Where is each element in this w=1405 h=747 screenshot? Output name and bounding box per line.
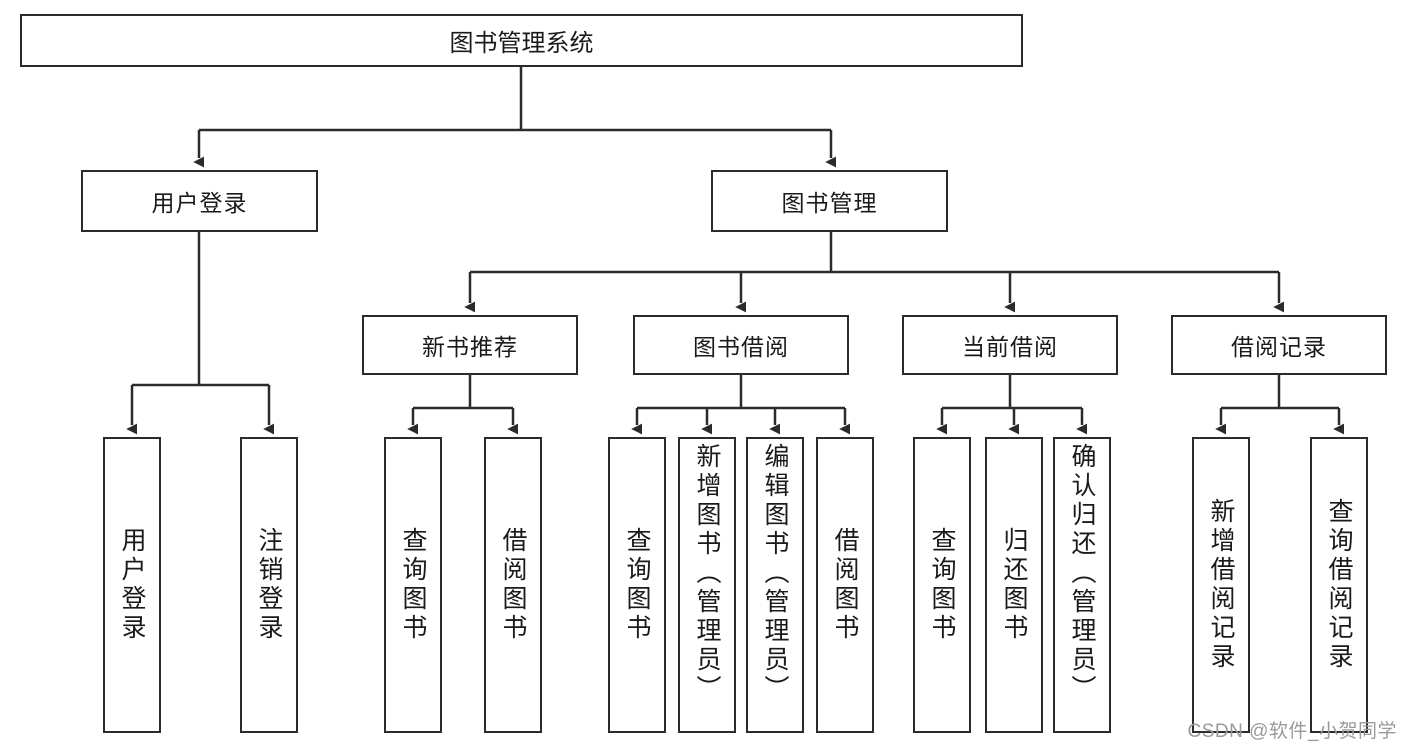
leaf-node[interactable]: 查询借阅记录 [1310, 437, 1368, 733]
node-borrow-record-label: 借阅记录 [1231, 334, 1327, 360]
leaf-node[interactable]: 查询图书 [913, 437, 971, 733]
node-current-borrow[interactable]: 当前借阅 [902, 315, 1118, 375]
node-root-label: 图书管理系统 [449, 30, 594, 57]
leaf-node-label: 注销登录 [255, 527, 283, 643]
leaf-node-label: 查询借阅记录 [1325, 498, 1353, 672]
leaf-node[interactable]: 查询图书 [384, 437, 442, 733]
node-user-login[interactable]: 用户登录 [81, 170, 318, 232]
leaf-node-label: 查询图书 [399, 527, 427, 643]
node-book-borrow-label: 图书借阅 [693, 334, 789, 360]
leaf-node[interactable]: 编辑图书（管理员） [746, 437, 804, 733]
leaf-node[interactable]: 确认归还（管理员） [1053, 437, 1111, 733]
leaf-node[interactable]: 借阅图书 [484, 437, 542, 733]
watermark: CSDN @软件_小贺同学 [1187, 721, 1397, 742]
leaf-node[interactable]: 归还图书 [985, 437, 1043, 733]
leaf-node-label: 查询图书 [623, 527, 651, 643]
leaf-node-label: 确认归还（管理员） [1068, 443, 1096, 704]
leaf-node-label: 编辑图书（管理员） [761, 443, 789, 704]
leaf-node-label: 查询图书 [928, 527, 956, 643]
leaf-node[interactable]: 新增借阅记录 [1192, 437, 1250, 733]
leaf-node-label: 借阅图书 [499, 527, 527, 643]
leaf-node-label: 归还图书 [1000, 527, 1028, 643]
leaf-node[interactable]: 查询图书 [608, 437, 666, 733]
leaf-node-label: 新增借阅记录 [1207, 498, 1235, 672]
leaf-node[interactable]: 借阅图书 [816, 437, 874, 733]
node-new-book-recommend-label: 新书推荐 [422, 334, 518, 360]
node-book-management-label: 图书管理 [781, 190, 878, 216]
node-book-borrow[interactable]: 图书借阅 [633, 315, 849, 375]
leaf-node[interactable]: 注销登录 [240, 437, 298, 733]
leaf-node-label: 借阅图书 [831, 527, 859, 643]
leaf-node-label: 用户登录 [118, 527, 146, 643]
leaf-node[interactable]: 用户登录 [103, 437, 161, 733]
leaf-node[interactable]: 新增图书（管理员） [678, 437, 736, 733]
node-user-login-label: 用户登录 [151, 190, 248, 216]
node-current-borrow-label: 当前借阅 [962, 334, 1058, 360]
node-borrow-record[interactable]: 借阅记录 [1171, 315, 1387, 375]
node-new-book-recommend[interactable]: 新书推荐 [362, 315, 578, 375]
node-root[interactable]: 图书管理系统 [20, 14, 1023, 67]
node-book-management[interactable]: 图书管理 [711, 170, 948, 232]
leaf-node-label: 新增图书（管理员） [693, 443, 721, 704]
